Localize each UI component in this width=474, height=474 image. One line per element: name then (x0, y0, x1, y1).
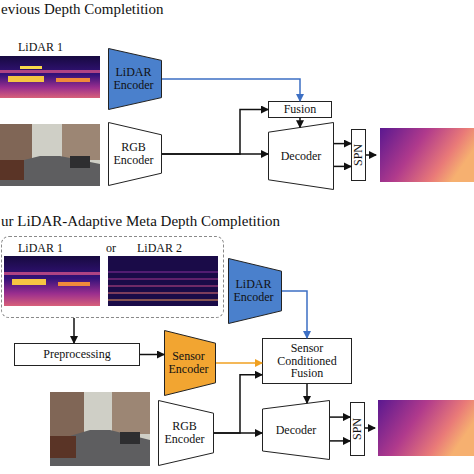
lidar-depth-map (108, 256, 218, 306)
node-text: or (106, 242, 116, 255)
connector-arrow (306, 384, 308, 403)
node-text: Sensor Conditioned Fusion (263, 342, 351, 381)
trapezoid-shape (165, 331, 216, 396)
connector-arrow (214, 375, 262, 433)
connector-arrow (334, 143, 351, 145)
connector-arrow (330, 440, 350, 442)
decoder-block: Decoder (268, 122, 334, 190)
node-text: LiDAR 1 (18, 242, 63, 255)
car (120, 432, 140, 444)
node-text: Preprocessing (40, 348, 113, 361)
road (50, 430, 150, 466)
spn-box: SPN (350, 402, 365, 456)
connector-arrow (162, 79, 300, 101)
spn-box: SPN (351, 129, 366, 181)
lidar-scan-band (20, 66, 42, 69)
trapezoid-shape (109, 123, 162, 186)
node-text: Decoder (278, 150, 325, 163)
lidar-scan-band (0, 70, 100, 73)
lidar-scan-line (108, 278, 218, 279)
building (50, 392, 84, 438)
lidar-scan-line (108, 292, 218, 293)
trapezoid-shape (269, 123, 334, 190)
car (50, 436, 76, 458)
connector-arrow (140, 354, 164, 356)
connector-arrow (330, 416, 350, 418)
car (70, 156, 90, 168)
node-text: LiDAR 2 (137, 242, 182, 255)
connector-arrow (216, 362, 262, 364)
encoder-block: Sensor Encoder (164, 330, 216, 396)
car (0, 160, 24, 180)
rgb-image (50, 392, 150, 466)
lidar-scan-band (58, 282, 90, 286)
node-text: Fusion (281, 103, 320, 116)
section-title: ur LiDAR-Adaptive Meta Depth Completitio… (1, 213, 280, 230)
building (0, 124, 32, 164)
trapezoid-shape (159, 401, 214, 466)
lidar-depth-map (4, 256, 100, 306)
trapezoid-shape (229, 259, 282, 324)
process-box: Preprocessing (14, 343, 140, 366)
connector-arrow (282, 291, 307, 338)
lidar-scan-band (4, 272, 100, 275)
fusion-box: Sensor Conditioned Fusion (262, 338, 352, 384)
trapezoid-shape (109, 49, 162, 110)
rgb-image (0, 124, 100, 186)
node-text: RGB Encoder (108, 141, 162, 167)
lidar-scan-band (12, 279, 46, 285)
output-depth-map (378, 400, 474, 456)
lidar-depth-map (0, 56, 100, 98)
connector-arrow (214, 432, 262, 434)
node-text: SPN (351, 418, 364, 440)
connector-arrow (73, 318, 75, 343)
building (112, 392, 150, 434)
node-text: Sensor Encoder (164, 350, 216, 376)
node-text: Decoder (273, 424, 320, 437)
lidar-scan-band (56, 78, 90, 82)
output-arrow (366, 154, 376, 156)
lidar-scan-line (108, 285, 218, 286)
connector-arrow (162, 153, 268, 155)
encoder-block: LiDAR Encoder (108, 48, 162, 110)
connector-arrow (299, 118, 301, 127)
decoder-block: Decoder (262, 400, 330, 460)
lidar-scan-line (108, 299, 218, 300)
building (62, 124, 100, 160)
input-label: LiDAR 1 (18, 40, 63, 55)
encoder-block: LiDAR Encoder (228, 258, 282, 324)
node-text: SPN (352, 144, 365, 166)
node-text: RGB Encoder (158, 420, 214, 446)
lidar-scan-band (8, 76, 44, 82)
output-depth-map (380, 128, 474, 182)
fusion-box: Fusion (268, 101, 332, 118)
connector-arrow (334, 166, 351, 168)
encoder-block: RGB Encoder (158, 400, 214, 466)
section-title: evious Depth Completition (1, 1, 164, 18)
node-text: LiDAR Encoder (228, 278, 282, 304)
input-group: LiDAR 1 or LiDAR 2 (1, 236, 224, 318)
node-text: LiDAR Encoder (108, 66, 162, 92)
trapezoid-shape (263, 401, 330, 460)
connector-arrow (162, 110, 268, 155)
lidar-scan-line (108, 271, 218, 272)
output-arrow (365, 427, 375, 429)
encoder-block: RGB Encoder (108, 122, 162, 186)
road (0, 156, 100, 186)
